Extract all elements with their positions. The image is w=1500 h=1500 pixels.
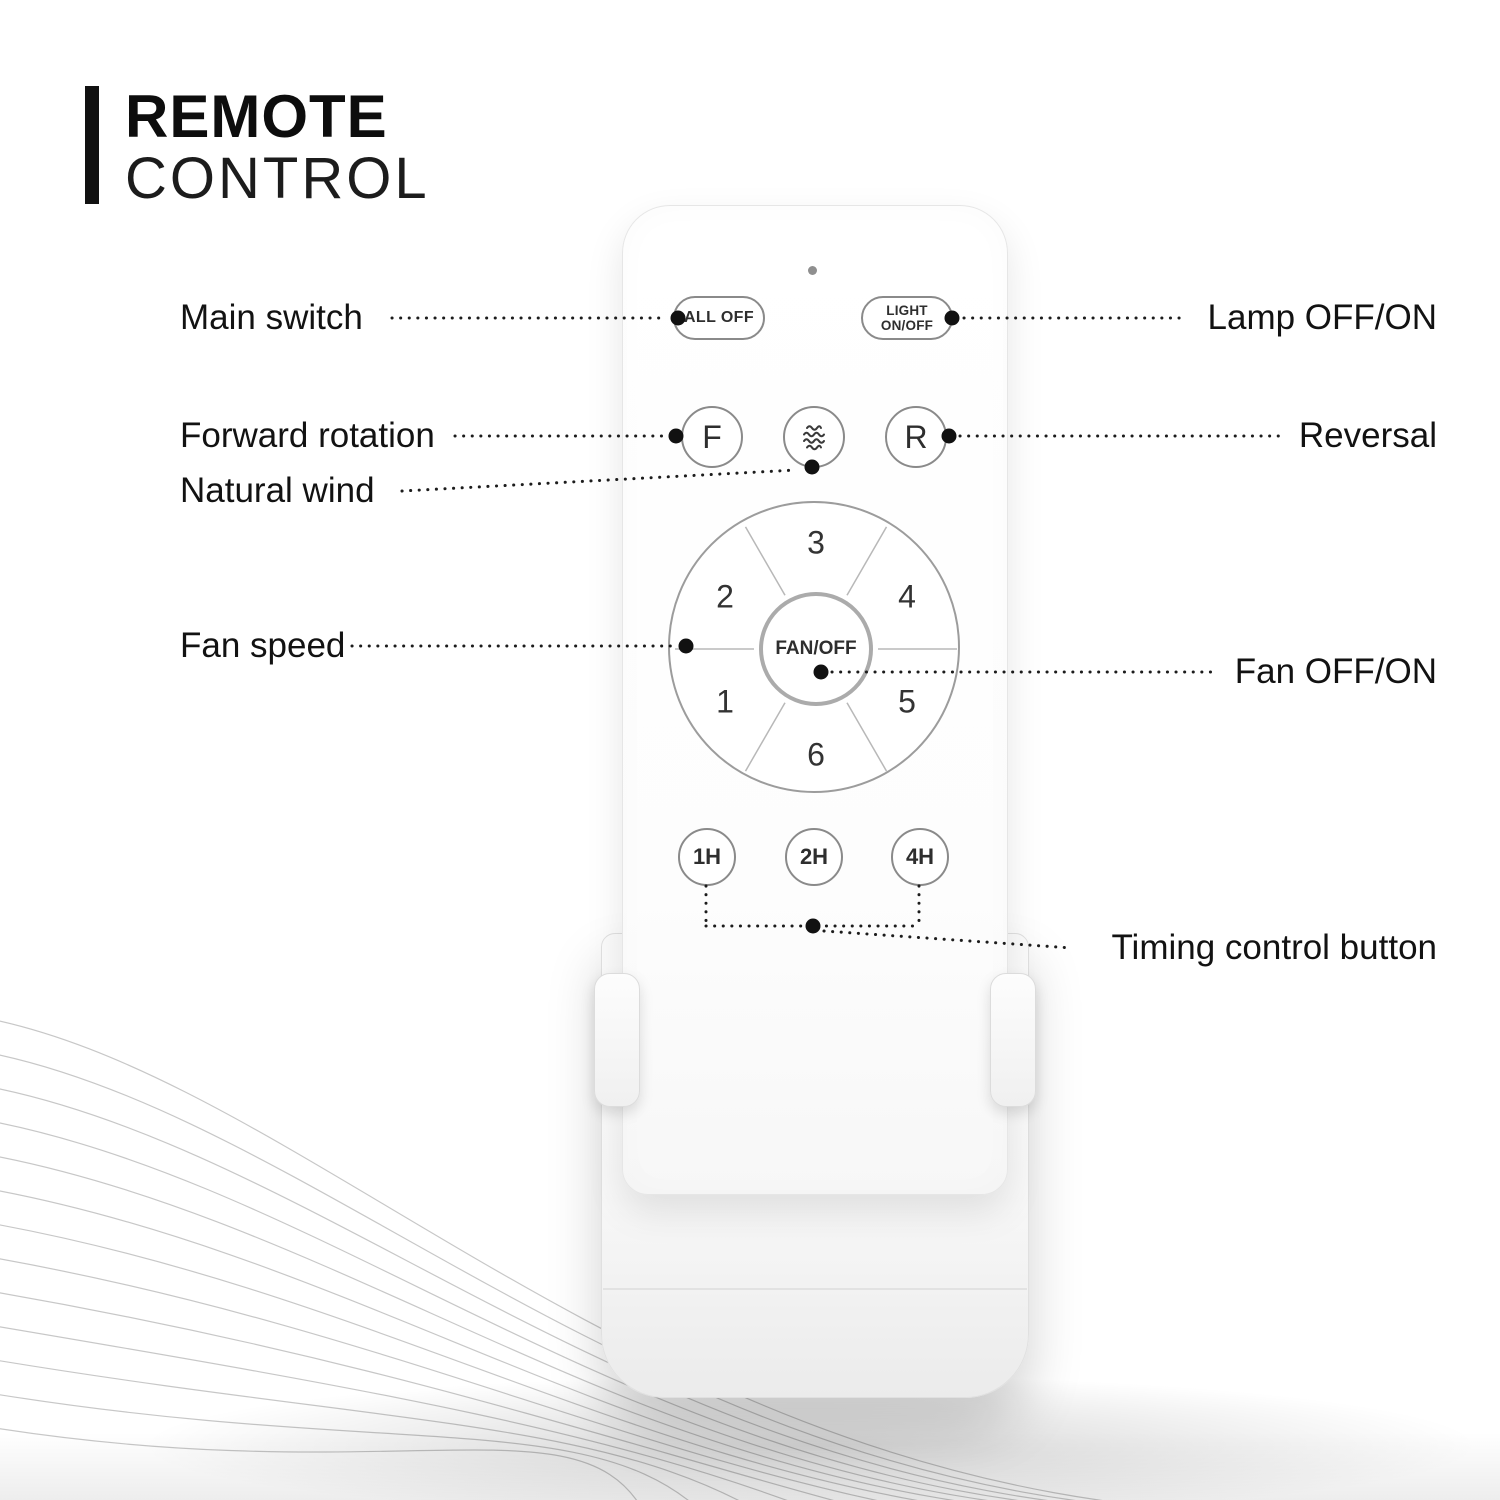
natural-wind-button[interactable] [783,406,845,468]
timer-2h-button[interactable]: 2H [785,828,843,886]
speed-3-button[interactable]: 3 [807,524,825,561]
fan-speed-dial: 3 4 5 6 1 2 FAN/OFF [668,501,960,793]
speed-2-button[interactable]: 2 [716,578,734,615]
label-reversal: Reversal [1298,416,1437,455]
label-fan-off-on: Fan OFF/ON [1234,652,1437,691]
speed-5-button[interactable]: 5 [898,683,916,720]
wave-icon [803,425,825,451]
title-line-remote: REMOTE [125,83,388,150]
remote-body: ALL OFF LIGHT ON/OFF F R [622,205,1008,1195]
title-text: REMOTE CONTROL [125,86,430,208]
floor-gradient [0,1432,1500,1500]
title-line-control: CONTROL [125,146,430,212]
label-main-switch: Main switch [180,298,363,337]
timer-1h-button[interactable]: 1H [678,828,736,886]
forward-rotation-button[interactable]: F [681,406,743,468]
all-off-button[interactable]: ALL OFF [673,296,765,340]
dial-spokes [675,526,957,772]
light-button-line2: ON/OFF [880,318,934,333]
speed-6-button[interactable]: 6 [807,736,825,773]
holder-seam-line [603,1288,1027,1290]
label-timing-control: Timing control button [1111,928,1437,967]
light-on-off-button[interactable]: LIGHT ON/OFF [861,296,953,340]
reverse-rotation-button[interactable]: R [885,406,947,468]
label-forward-rotation: Forward rotation [180,416,435,455]
speed-1-button[interactable]: 1 [716,683,734,720]
label-natural-wind: Natural wind [180,471,375,510]
light-button-line1: LIGHT [886,302,928,318]
holder-clip-right [990,973,1036,1107]
label-fan-speed: Fan speed [180,626,346,665]
holder-clip-left [594,973,640,1107]
timer-4h-button[interactable]: 4H [891,828,949,886]
speed-4-button[interactable]: 4 [898,578,916,615]
led-indicator [808,266,817,275]
title-block: REMOTE CONTROL [85,86,430,208]
fan-off-button[interactable]: FAN/OFF [759,592,873,706]
label-lamp-off-on: Lamp OFF/ON [1207,298,1437,337]
title-accent-bar [85,86,99,204]
